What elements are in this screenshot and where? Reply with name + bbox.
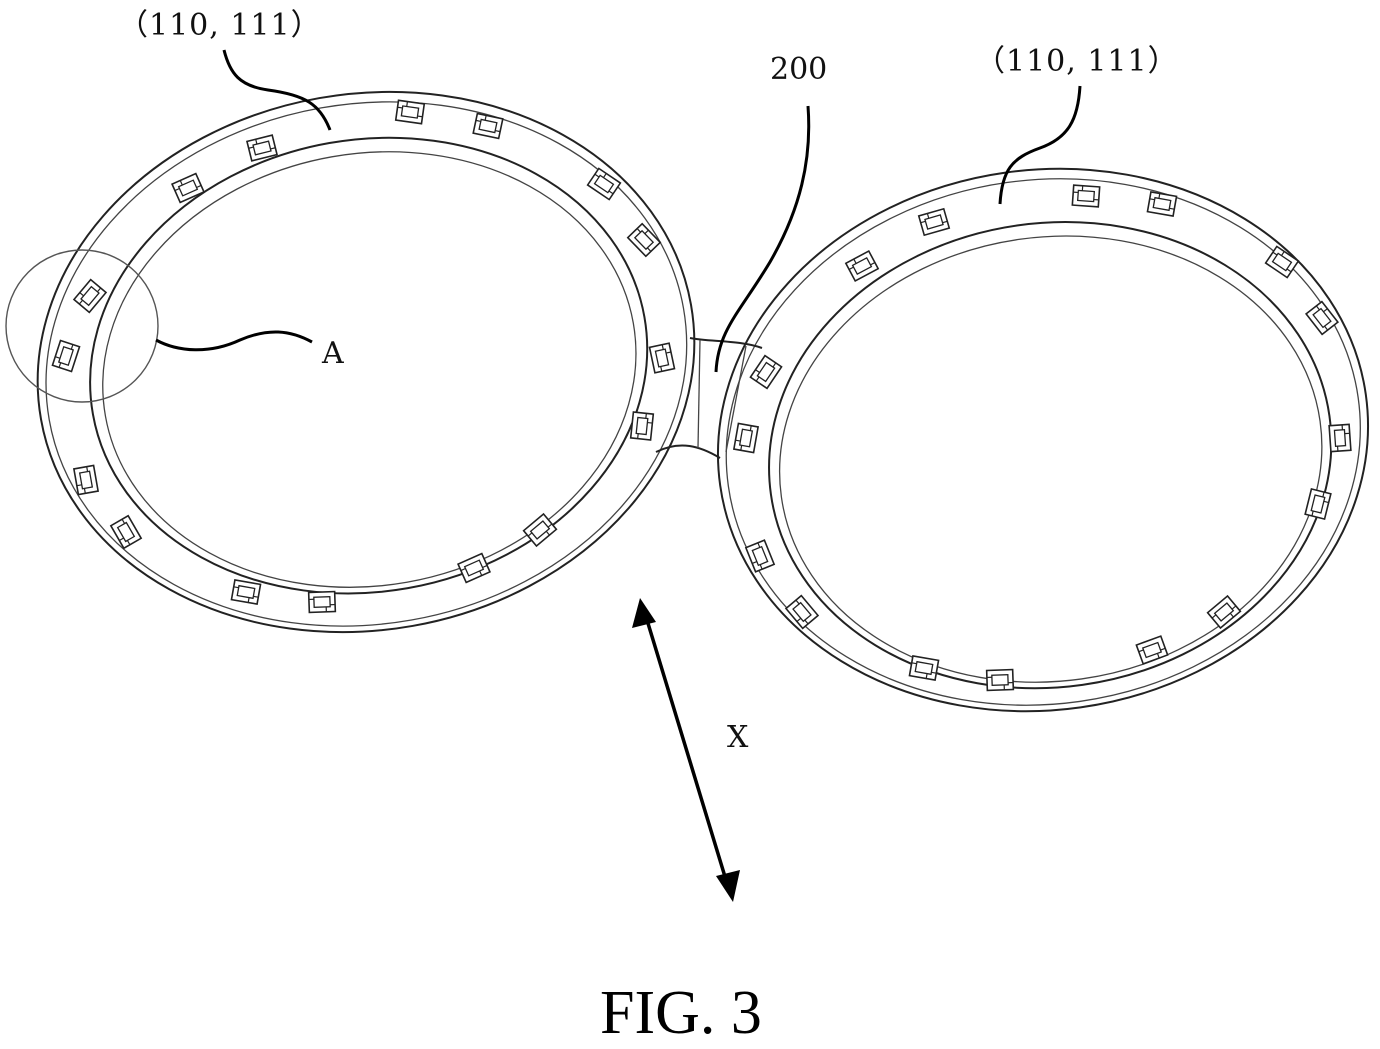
left-ring-clips xyxy=(51,99,676,614)
figure-caption: FIG. 3 xyxy=(600,979,762,1047)
right-ring-clips xyxy=(733,184,1352,692)
label-bridge: 200 xyxy=(770,52,828,87)
label-detail-a: A xyxy=(322,336,344,371)
leader-frame-right xyxy=(998,85,1082,205)
label-direction-x: X xyxy=(727,720,749,755)
left-frame-ring xyxy=(36,90,696,634)
leader-detail-a xyxy=(155,330,313,352)
direction-arrow-x xyxy=(632,598,740,902)
detail-circle-a xyxy=(5,249,159,403)
bridge-200 xyxy=(655,337,763,459)
leader-frame-left xyxy=(222,49,332,131)
leader-bridge-200 xyxy=(714,105,811,373)
right-frame-ring xyxy=(716,167,1370,713)
label-frame-right: （110, 111） xyxy=(975,44,1179,79)
label-frame-left: （110, 111） xyxy=(118,8,322,43)
